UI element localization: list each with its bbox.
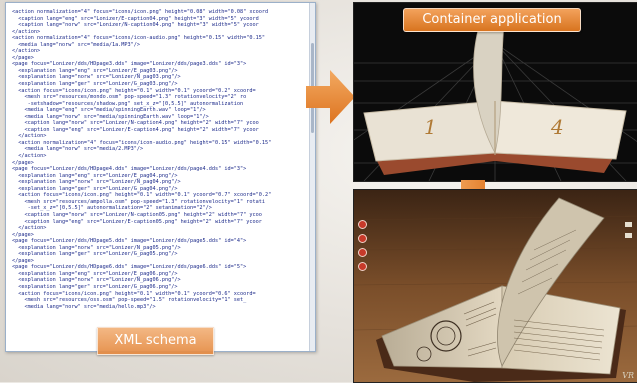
xml-line: <explanation lang="eng" src="Lonizer/E_p… bbox=[12, 270, 178, 277]
xml-line: <caption lang="norw" src="Lonizer/N-capt… bbox=[12, 211, 262, 218]
xml-line: <caption lang="eng" src="Lonizer/E-capti… bbox=[12, 218, 262, 225]
window-control-icon[interactable] bbox=[625, 222, 632, 227]
xml-line: <explanation lang="norw" src="Lonizer/N_… bbox=[12, 277, 181, 284]
xml-line: <action normalization="4" focus="icons/i… bbox=[12, 9, 269, 15]
nav-button[interactable] bbox=[358, 220, 367, 229]
xml-line: <media lang="norw" src="media/2.MP3"/> bbox=[12, 146, 144, 153]
xml-line: </action> bbox=[12, 48, 41, 55]
xml-line: </action> bbox=[12, 28, 41, 35]
xml-line: <caption lang="norw" src="Lonizer/N-capt… bbox=[12, 22, 259, 29]
xml-line: <media lang="norw" src="media/hello.mp3"… bbox=[12, 303, 156, 310]
xml-line: </action> bbox=[12, 225, 47, 232]
xml-line: <action normalization="4" focus="icons/i… bbox=[12, 35, 265, 42]
nav-button[interactable] bbox=[358, 234, 367, 243]
xml-line: <page focus="Lonizer/dds/HDpage3.dds" im… bbox=[12, 61, 247, 68]
xml-line: <mesh src="resources/ampolla.osm" pop-sp… bbox=[12, 198, 265, 205]
xml-line: <media lang="norw" src="media/1a.MP3"/> bbox=[12, 41, 141, 48]
container-application-label: Container application bbox=[403, 8, 581, 32]
xml-line: <caption lang="eng" src="Lonizer/E-capti… bbox=[12, 126, 259, 133]
xml-code-listing: <action normalization="4" focus="icons/i… bbox=[12, 9, 311, 310]
xml-line: <explanation lang="eng" src="Lonizer/E_p… bbox=[12, 67, 178, 74]
xml-line: <action focus="icons/icon.png" height="0… bbox=[12, 87, 256, 94]
open-book-3d bbox=[363, 16, 627, 175]
xml-line: </action> bbox=[12, 133, 47, 140]
book-scene bbox=[354, 190, 637, 382]
xml-line: -set_x_z="[0,5.5]" autonormalization="2"… bbox=[12, 205, 212, 212]
viewer-corner-controls bbox=[625, 222, 633, 244]
xml-scrollbar[interactable] bbox=[309, 3, 315, 351]
xml-line: <explanation lang="norw" src="Lonizer/N_… bbox=[12, 244, 181, 251]
xml-line: <action normalization="4" focus="icons/i… bbox=[12, 139, 272, 146]
xml-line: -setshadow="resources/shadow.png" set_x_… bbox=[12, 100, 244, 107]
xml-line: <caption lang="norw" src="Lonizer/N-capt… bbox=[12, 120, 259, 127]
xml-line: <explanation lang="ger" src="Lonizer/G_p… bbox=[12, 185, 178, 192]
xml-line: <explanation lang="ger" src="Lonizer/G_p… bbox=[12, 251, 178, 258]
xml-line: <explanation lang="ger" src="Lonizer/G_p… bbox=[12, 283, 178, 290]
nav-button[interactable] bbox=[358, 262, 367, 271]
xml-line: </page> bbox=[12, 257, 34, 264]
container-application-view: 1 4 Container application bbox=[353, 2, 637, 182]
xml-line: <action focus="icons/icon.png" height="0… bbox=[12, 290, 256, 297]
page-number-left: 1 bbox=[424, 115, 437, 139]
xml-line: <page focus="Lonizer/dds/HDpage5.dds" im… bbox=[12, 238, 247, 245]
xml-schema-panel: <action normalization="4" focus="icons/i… bbox=[5, 2, 316, 352]
xml-line: <mesh src="resources/mondo.osm" pop-spee… bbox=[12, 94, 247, 101]
xml-line: </action> bbox=[12, 153, 47, 160]
viewer-side-controls bbox=[358, 220, 367, 276]
xml-line: <page focus="Lonizer/dds/HDpage4.dds" im… bbox=[12, 166, 247, 173]
page-number-right: 4 bbox=[551, 115, 564, 139]
xml-line: <action focus="icons/icon.png" height="0… bbox=[12, 192, 272, 199]
xml-line: <explanation lang="norw" src="Lonizer/N_… bbox=[12, 74, 181, 81]
nav-button[interactable] bbox=[358, 248, 367, 257]
xml-line: <explanation lang="eng" src="Lonizer/E_p… bbox=[12, 172, 178, 179]
xml-line: <media lang="eng" src="media/spinningEar… bbox=[12, 107, 206, 114]
xml-line: <explanation lang="norw" src="Lonizer/N_… bbox=[12, 179, 181, 186]
xml-line: <caption lang="eng" src="Lonizer/E-capti… bbox=[12, 15, 259, 22]
xml-line: <mesh src="resources/oss.osm" pop-speed=… bbox=[12, 297, 247, 304]
xml-line: </page> bbox=[12, 54, 34, 61]
xml-line: <page focus="Lonizer/dds/HDpage6.dds" im… bbox=[12, 264, 247, 271]
xml-schema-label: XML schema bbox=[97, 327, 214, 355]
xml-line: <explanation lang="ger" src="Lonizer/G_p… bbox=[12, 81, 178, 88]
xml-line: </page> bbox=[12, 159, 34, 166]
window-control-icon[interactable] bbox=[625, 233, 632, 238]
rendered-book-view: VR bbox=[353, 189, 637, 383]
vr-badge: VR bbox=[622, 371, 634, 380]
arrow-right-icon bbox=[306, 70, 355, 124]
xml-line: </page> bbox=[12, 231, 34, 238]
xml-line: <media lang="norw" src="media/spinningEa… bbox=[12, 113, 209, 120]
